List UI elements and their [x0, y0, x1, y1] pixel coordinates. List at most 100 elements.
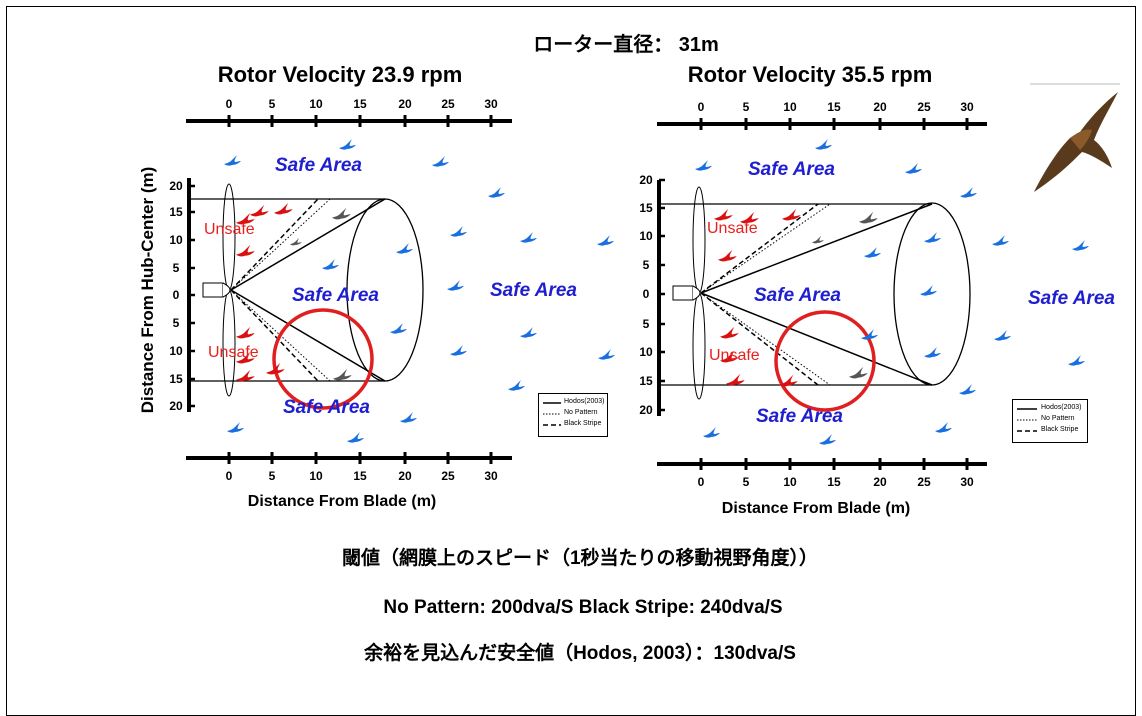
black-stripe-line	[230, 289, 319, 382]
x-tick-label: 5	[268, 97, 276, 111]
bird-icon	[598, 349, 615, 360]
y-tick-label: 15	[169, 372, 183, 386]
safe-area-label: Safe Area	[756, 406, 843, 427]
x-tick-label: 20	[873, 475, 887, 489]
legend-box: Hodos(2003) No Pattern Black Stripe	[1012, 399, 1088, 443]
bird-icon	[597, 235, 614, 246]
no-pattern-line	[230, 198, 331, 291]
bird-icon	[290, 237, 302, 246]
x-tick-label: 30	[960, 475, 974, 489]
bird-icon	[332, 207, 351, 220]
bird-icon	[819, 434, 836, 445]
bird-icon	[333, 368, 352, 381]
bird-icon	[450, 226, 467, 237]
bird-icon	[720, 350, 739, 363]
y-tick-label: 10	[639, 229, 653, 243]
kite-photo	[1070, 129, 1092, 150]
bird-icon	[859, 211, 878, 224]
legend-item: No Pattern	[1041, 415, 1075, 422]
bird-icon	[1072, 240, 1089, 251]
bird-icon	[861, 329, 878, 340]
x-tick-label: 25	[917, 100, 931, 114]
x-tick-label: 25	[441, 469, 455, 483]
black-stripe-line	[700, 203, 819, 294]
bird-icon	[508, 380, 525, 391]
blade	[222, 289, 236, 397]
unsafe-label: Unsafe	[709, 347, 760, 364]
bird-icon	[782, 208, 801, 221]
x-tick-label: 30	[484, 97, 498, 111]
x-tick-label: 15	[827, 475, 841, 489]
safe-area-label: Safe Area	[275, 155, 362, 176]
bird-icon	[400, 412, 417, 423]
bird-icon	[703, 427, 720, 438]
y-tick-label: 20	[169, 179, 183, 193]
hodos-line	[230, 198, 386, 291]
bird-icon	[815, 139, 832, 150]
x-axis-label-2: Distance From Blade (m)	[721, 500, 911, 517]
y-tick-label: 10	[169, 344, 183, 358]
y-tick-label: 5	[172, 316, 180, 330]
x-tick-label: 20	[398, 97, 412, 111]
hub	[202, 282, 224, 298]
blade	[692, 292, 706, 400]
x-tick-label: 10	[309, 97, 323, 111]
bird-icon	[520, 327, 537, 338]
bird-icon	[250, 204, 269, 217]
x-tick-label: 10	[783, 475, 797, 489]
bird-icon	[994, 330, 1011, 341]
bird-icon	[695, 160, 712, 171]
safe-area-label: Safe Area	[490, 280, 577, 301]
bird-icon	[992, 235, 1009, 246]
bird-icon	[236, 369, 255, 382]
x-tick-label: 25	[917, 475, 931, 489]
bird-icon	[520, 232, 537, 243]
bird-icon	[432, 156, 449, 167]
bird-icon	[905, 163, 922, 174]
bird-icon	[236, 351, 255, 364]
bird-icon	[935, 422, 952, 433]
bird-icon	[236, 244, 255, 257]
bird-icon	[274, 202, 293, 215]
bird-icon	[864, 247, 881, 258]
safe-area-label: Safe Area	[748, 159, 835, 180]
bird-icon	[266, 362, 285, 375]
threshold-values: No Pattern: 200dva/S Black Stripe: 240dv…	[383, 597, 783, 618]
x-axis-label-1: Distance From Blade (m)	[247, 493, 437, 510]
x-tick-label: 25	[441, 97, 455, 111]
bird-icon	[849, 366, 868, 379]
x-tick-label: 30	[484, 469, 498, 483]
x-tick-label: 30	[960, 100, 974, 114]
bird-icon	[714, 208, 733, 221]
y-tick-label: 15	[169, 205, 183, 219]
bird-icon	[726, 373, 745, 386]
x-tick-label: 15	[827, 100, 841, 114]
hub	[672, 285, 694, 301]
y-tick-label: 20	[169, 399, 183, 413]
bird-icon	[959, 384, 976, 395]
x-tick-label: 5	[742, 100, 750, 114]
legend-item: Black Stripe	[1041, 426, 1079, 433]
threshold-note: 閾値（網膜上のスピード（1秒当たりの移動視野角度））	[341, 548, 819, 569]
bird-icon	[347, 432, 364, 443]
no-pattern-line	[700, 203, 831, 294]
highlight-circle	[272, 308, 374, 410]
x-tick-label: 15	[353, 469, 367, 483]
x-tick-label: 0	[697, 100, 705, 114]
bird-icon	[488, 187, 505, 198]
bird-icon	[450, 345, 467, 356]
x-tick-label: 10	[309, 469, 323, 483]
y-tick-label: 15	[639, 374, 653, 388]
legend-box: Hodos(2003) No Pattern Black Stripe	[538, 393, 608, 437]
y-axis-label: Distance From Hub-Center (m)	[138, 166, 157, 414]
bird-icon	[718, 249, 737, 262]
unsafe-label: Unsafe	[204, 221, 255, 238]
y-tick-label: 0	[642, 287, 650, 301]
bird-icon	[396, 243, 413, 254]
y-tick-label: 5	[172, 261, 180, 275]
y-tick-label: 20	[639, 403, 653, 417]
bird-icon	[720, 326, 739, 339]
highlight-circle	[774, 310, 876, 412]
bird-icon	[740, 211, 759, 224]
